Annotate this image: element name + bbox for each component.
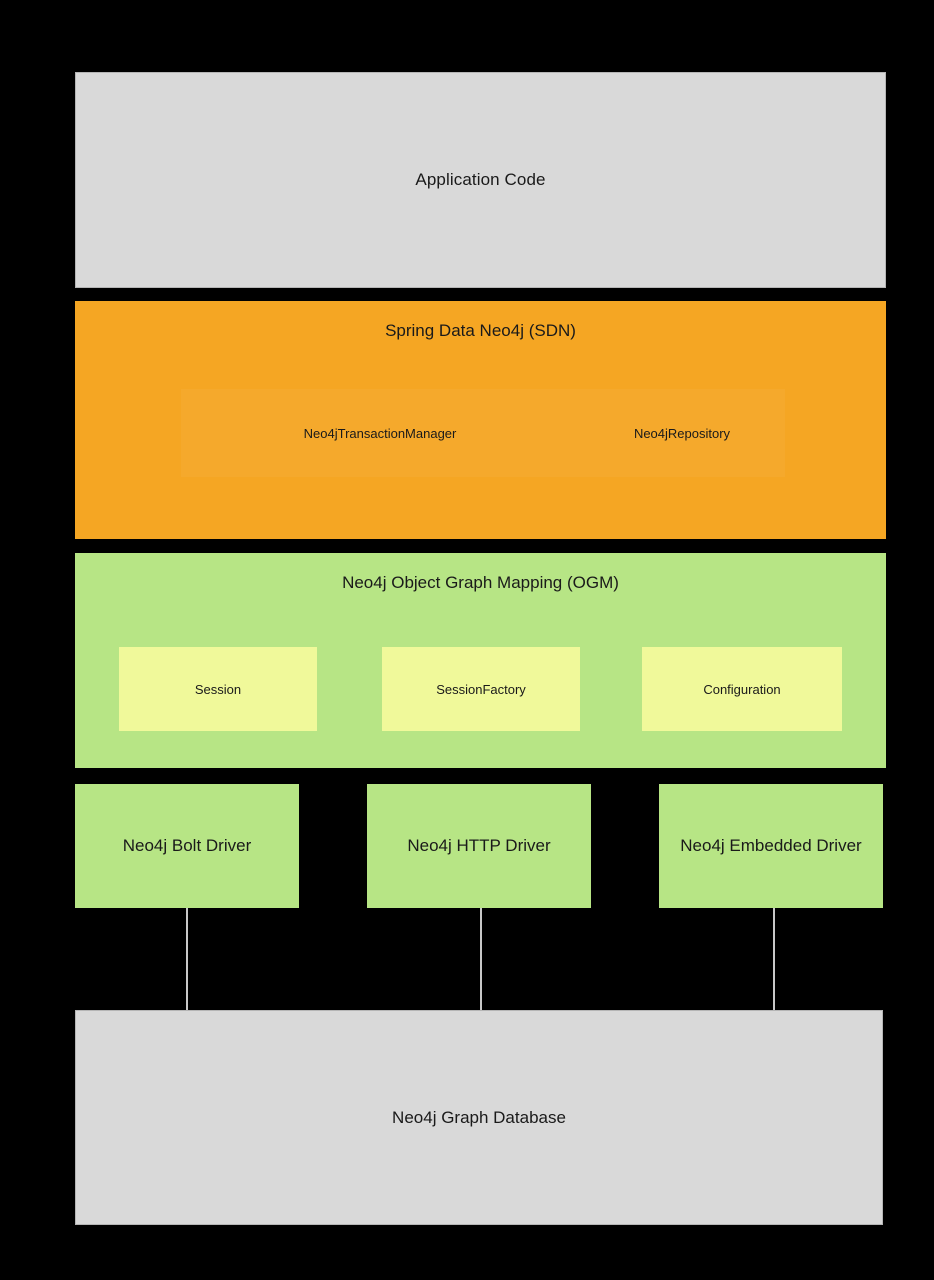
layer-object-graph-mapping: Neo4j Object Graph Mapping (OGM) Session… <box>75 553 886 768</box>
driver-http: Neo4j HTTP Driver <box>367 784 591 908</box>
graph-database-label: Neo4j Graph Database <box>392 1107 566 1127</box>
ogm-component-session-factory: SessionFactory <box>382 647 580 731</box>
sdn-component-repository-label: Neo4jRepository <box>633 425 731 441</box>
ogm-component-session-factory-label: SessionFactory <box>436 681 526 697</box>
ogm-component-session-label: Session <box>194 681 242 697</box>
ogm-title: Neo4j Object Graph Mapping (OGM) <box>342 573 619 592</box>
sdn-component-transaction-manager: Neo4jTransactionManager <box>181 389 579 477</box>
driver-http-label: Neo4j HTTP Driver <box>407 836 551 855</box>
ogm-component-session: Session <box>119 647 317 731</box>
layer-spring-data-neo4j: Spring Data Neo4j (SDN) Neo4jTransaction… <box>75 301 886 539</box>
connector-bolt-to-database <box>186 908 188 1010</box>
sdn-title: Spring Data Neo4j (SDN) <box>385 321 576 340</box>
driver-embedded-label: Neo4j Embedded Driver <box>680 836 862 855</box>
driver-bolt-label: Neo4j Bolt Driver <box>122 836 252 855</box>
driver-bolt: Neo4j Bolt Driver <box>75 784 299 908</box>
driver-embedded: Neo4j Embedded Driver <box>659 784 883 908</box>
connector-embedded-to-database <box>773 908 775 1010</box>
ogm-component-configuration: Configuration <box>642 647 842 731</box>
layer-graph-database: Neo4j Graph Database <box>75 1010 883 1225</box>
ogm-component-configuration-label: Configuration <box>703 681 781 697</box>
connector-http-to-database <box>480 908 482 1010</box>
application-code-label: Application Code <box>415 170 546 189</box>
layer-application-code: Application Code <box>75 72 886 288</box>
sdn-component-repository: Neo4jRepository <box>579 389 785 477</box>
sdn-component-transaction-manager-label: Neo4jTransactionManager <box>303 425 457 441</box>
